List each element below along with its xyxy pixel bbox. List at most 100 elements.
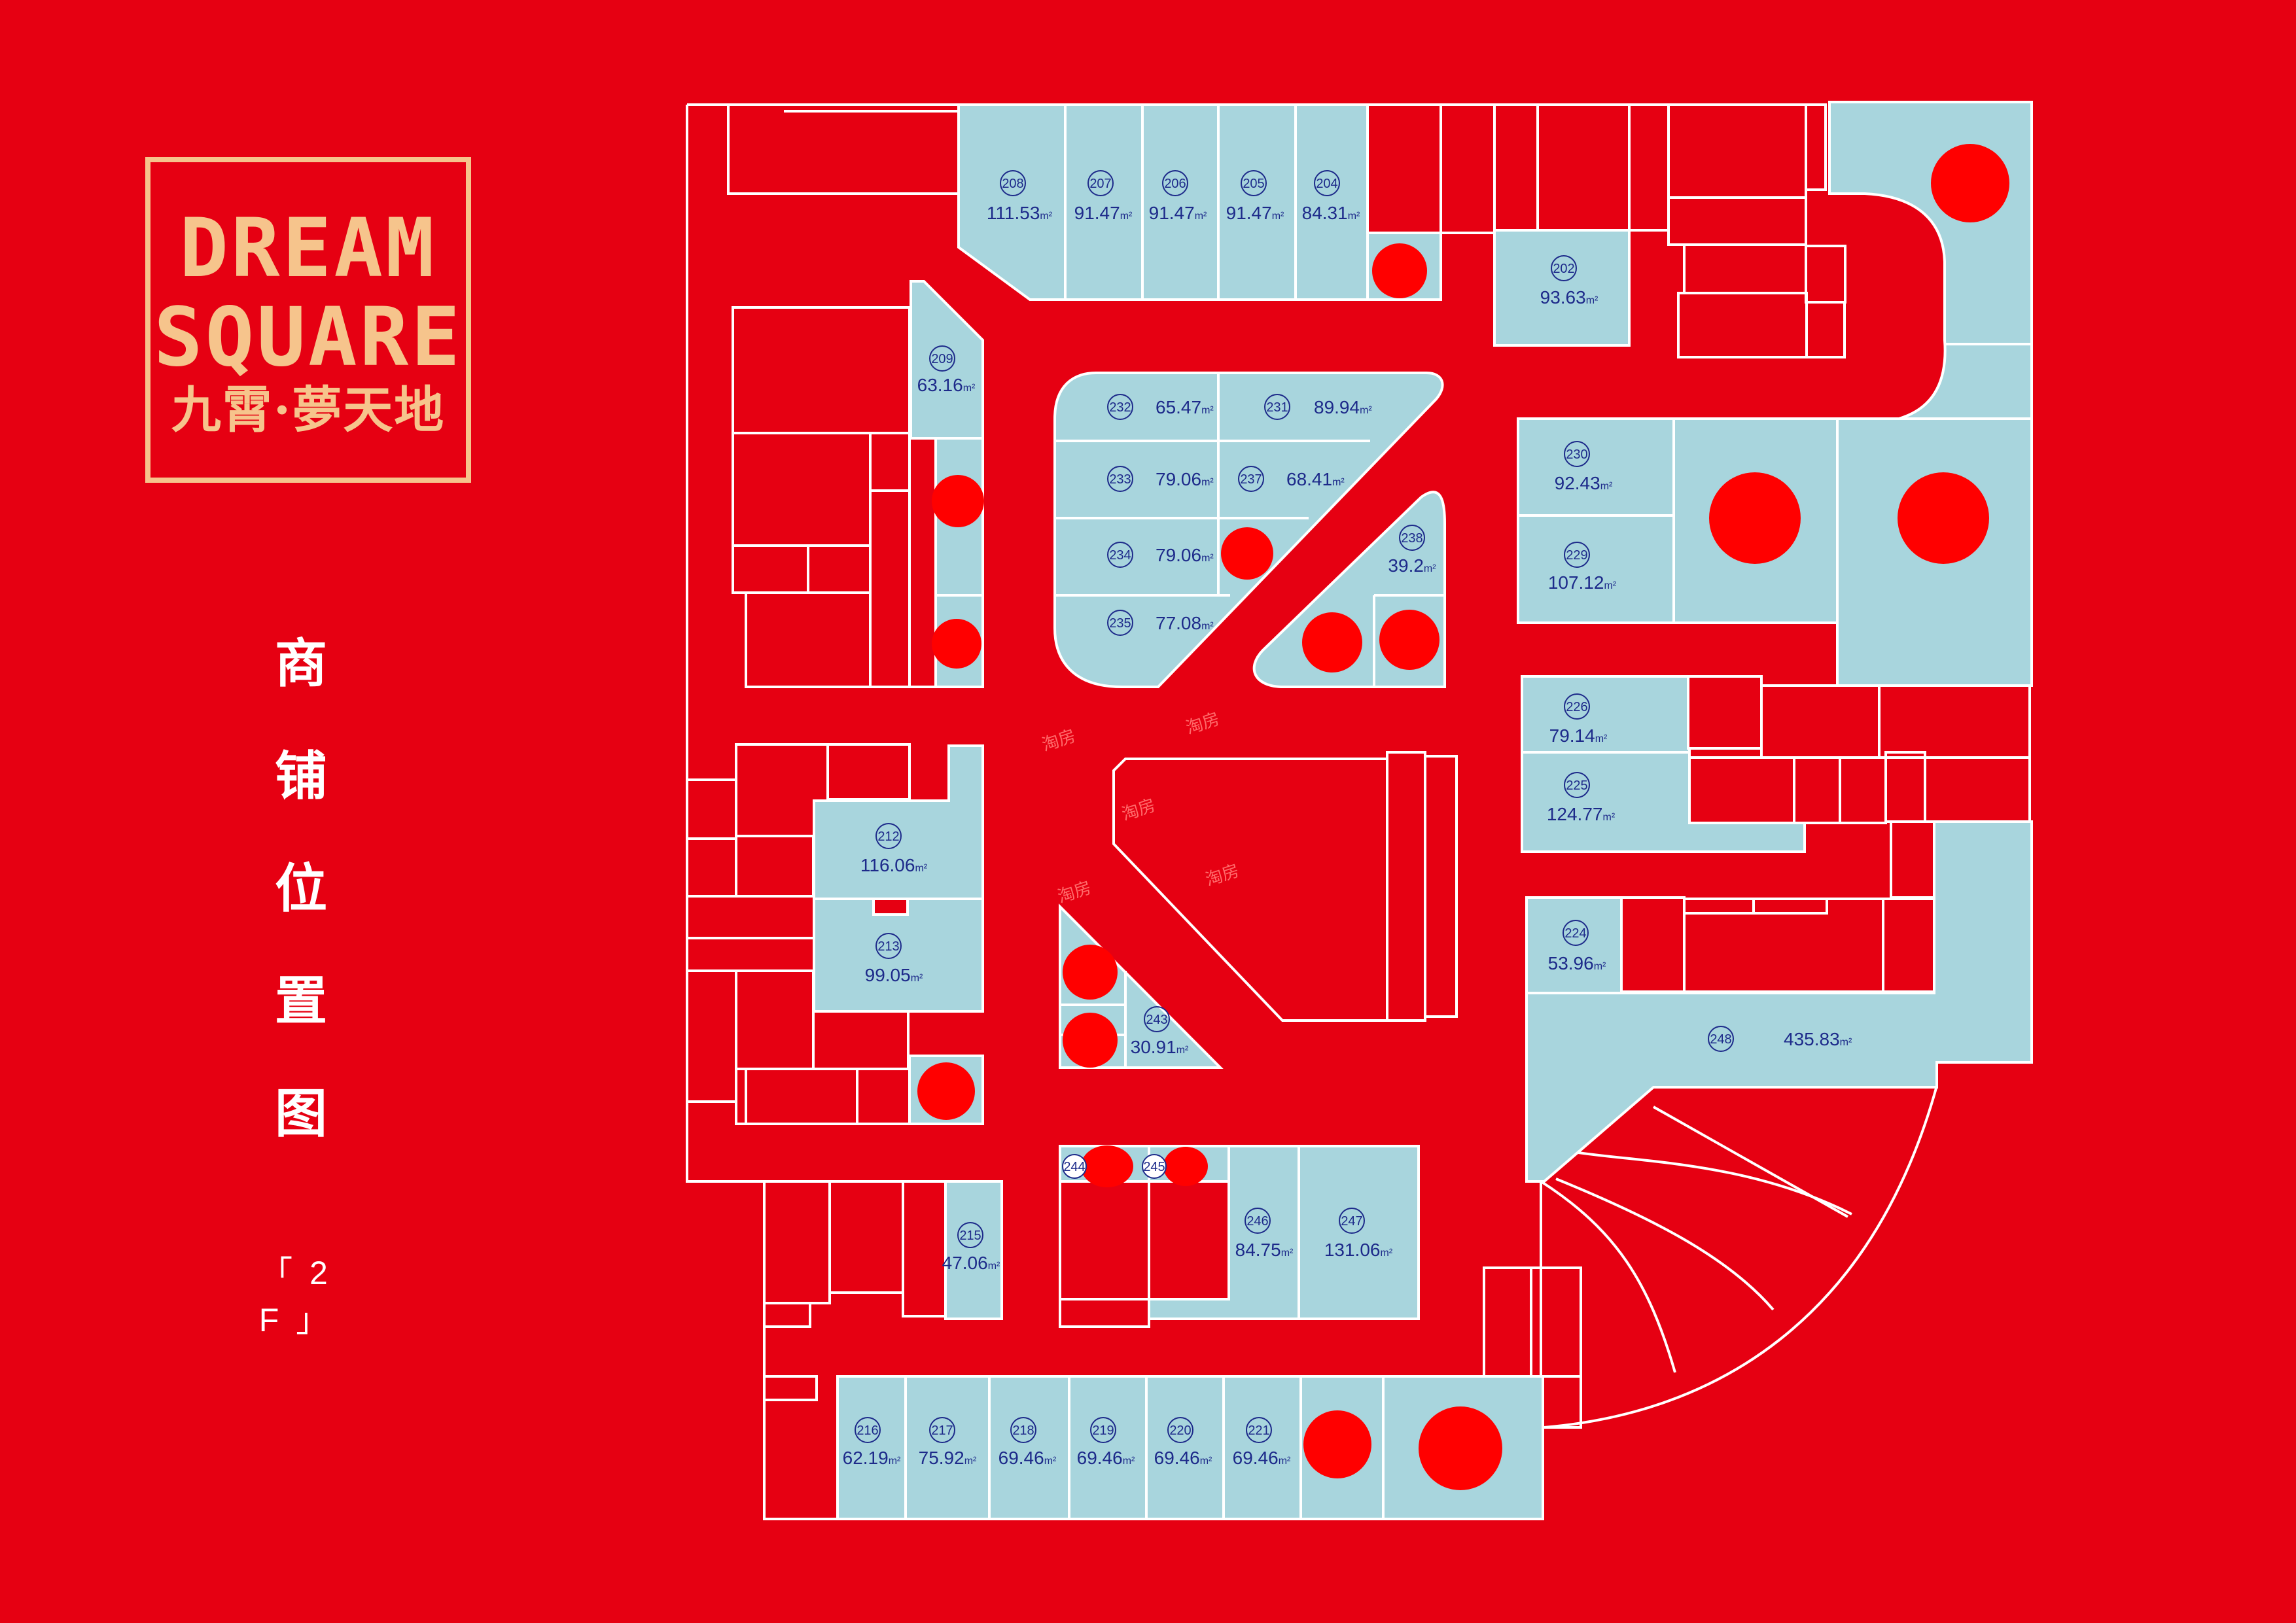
unit-number-badge [855,1417,881,1443]
unit-number-badge [929,1417,955,1443]
marker-dot [932,475,984,527]
unit-number-badge [957,1222,983,1248]
unit-number: 202 [1553,262,1574,276]
unit-number-badge [1167,1417,1193,1443]
area-unit: m² [1120,211,1133,222]
unit-number-badge [1238,466,1264,492]
unit-207 [1064,103,1144,301]
watermark-text: 淘房 [1184,708,1222,738]
unit-229 [1517,514,1675,624]
unit-number-badge [1107,610,1133,636]
title-char: 图 [275,1083,327,1144]
unit-number: 204 [1316,177,1337,191]
unit-number-badge [1399,525,1425,551]
unit-number-badge [1564,441,1590,467]
unit-number-badge [1142,1154,1167,1179]
area-unit: m² [1201,621,1214,632]
area-unit: m² [1360,405,1372,416]
area-unit: m² [911,973,923,984]
area-unit: m² [1595,733,1608,744]
unit-number: 238 [1401,531,1422,546]
area-unit: m² [1279,1456,1291,1467]
area-unit: m² [1123,1456,1135,1467]
floor-label: 「 2 F 」 [258,1255,333,1338]
unit-labels: 208111.53m²20791.47m²20691.47m²20591.47m… [843,170,1852,1468]
area-unit: m² [964,1456,977,1467]
unit-226-225 [1521,675,1806,853]
unit-number-badge [1339,1208,1365,1234]
unit-number: 216 [857,1423,878,1438]
area-unit: m² [915,863,927,874]
area-unit: m² [1281,1248,1294,1259]
unit-215 [944,1180,1003,1320]
area-unit: m² [1195,211,1207,222]
unit-number-badge [1246,1417,1272,1443]
marker-dot [1419,1406,1502,1490]
unit-number: 206 [1164,177,1186,191]
unit-number: 243 [1146,1013,1167,1027]
area-unit: m² [1380,1248,1392,1259]
markers [917,144,2009,1490]
unit-212 [813,744,984,900]
unit-number-badge [1551,255,1577,281]
unit-area: 47.06m² [942,1253,1000,1273]
area-unit: m² [889,1456,901,1467]
logo-line2: SQUARE [154,290,463,385]
marker-dot [1303,1410,1371,1478]
unit-248 [1525,820,2033,1183]
title-char: 置 [275,970,327,1032]
unit-number-badge [1087,170,1114,196]
shop-units [813,101,2033,1520]
unit-number: 247 [1341,1214,1362,1229]
marker-dot [917,1062,975,1120]
unit-number: 218 [1012,1423,1034,1438]
unit-218 [988,1375,1070,1520]
unit-area: 91.47m² [1074,203,1133,223]
unit-number: 217 [931,1423,953,1438]
unit-number-badge [1241,170,1267,196]
marker-dot [1931,144,2009,222]
unit-number: 224 [1564,926,1586,941]
logo-chinese-name: 九霄·夢天地 [171,381,446,439]
area-unit: m² [1840,1037,1852,1048]
area-unit: m² [1348,211,1360,222]
unit-209 [910,280,984,440]
unit-number-badge [1062,1154,1087,1179]
unit-number: 230 [1566,447,1587,462]
unit-number-badge [1708,1026,1734,1052]
watermarks: 淘房 淘房 淘房 淘房 淘房 [1040,708,1242,907]
unit-204 [1294,103,1369,301]
unit-number-badge [1090,1417,1116,1443]
unit-number: 234 [1109,548,1131,563]
unit-number-badge [1107,394,1133,420]
unit-number-badge [1010,1417,1036,1443]
unit-205 [1217,103,1297,301]
unit-number-badge [1000,170,1026,196]
area-unit: m² [1201,405,1214,416]
unit-number-badge [1107,542,1133,568]
unit-number-badge [875,823,902,849]
marker-dot [1709,472,1801,564]
unit-area: 89.94m² [1314,397,1372,417]
unit-number: 221 [1248,1423,1269,1438]
area-unit: m² [1044,1456,1057,1467]
unit-number: 219 [1092,1423,1114,1438]
unit-216 [836,1375,907,1520]
unit-number: 213 [877,939,899,954]
unit-number-badge [1564,772,1590,798]
unit-number-badge [1162,170,1188,196]
unit-206 [1141,103,1220,301]
unit-number: 225 [1566,778,1587,793]
watermark-text: 淘房 [1040,725,1078,755]
unit-number-badge [1107,466,1133,492]
unit-number: 237 [1240,472,1262,487]
unit-number: 205 [1243,177,1264,191]
marker-dot [1163,1147,1208,1186]
unit-number: 215 [959,1229,981,1243]
unit-number-badge [1264,394,1290,420]
unit-number-badge [1564,542,1590,568]
unit-number: 220 [1169,1423,1191,1438]
area-unit: m² [1200,1456,1212,1467]
unit-number-badge [929,345,955,372]
